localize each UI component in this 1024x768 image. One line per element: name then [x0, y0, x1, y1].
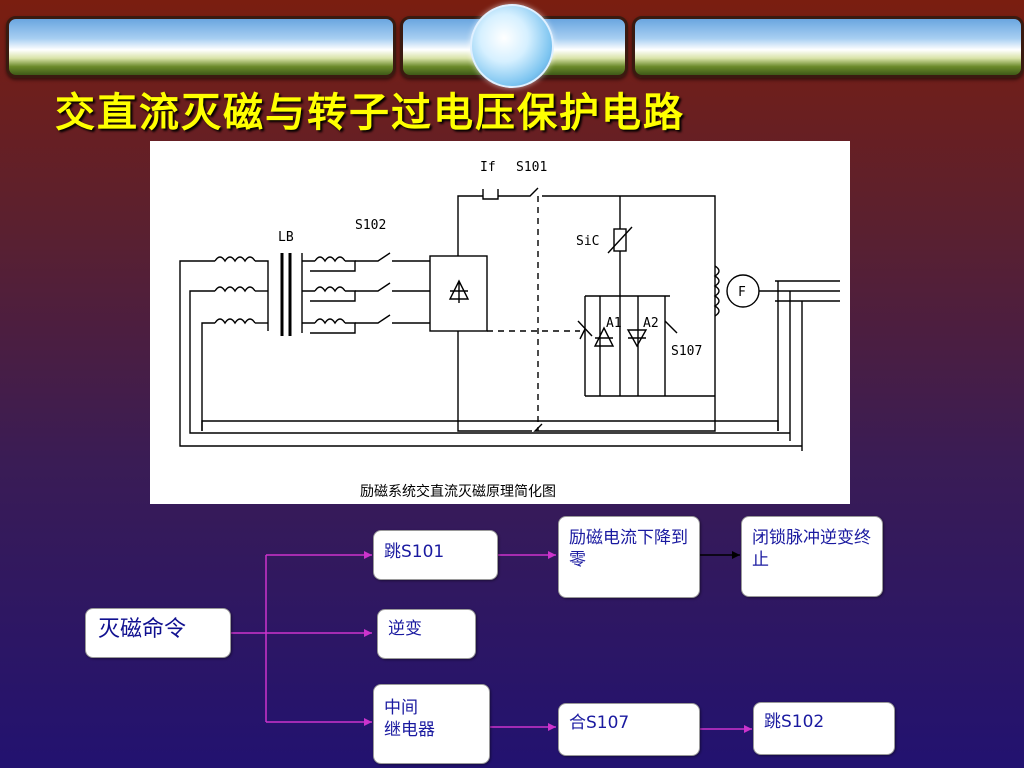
- schematic-drawing: LB S102 If S101 SiC A1 A2 S107 F: [179, 160, 840, 451]
- globe-icon: [470, 4, 554, 88]
- label-if: If: [480, 160, 496, 175]
- schematic-caption: 励磁系统交直流灭磁原理简化图: [360, 484, 556, 500]
- header-banner-right: [632, 16, 1024, 78]
- flow-box-command: 灭磁命令: [85, 608, 231, 658]
- label-sic: SiC: [576, 234, 599, 249]
- header-banner-left: [6, 16, 396, 78]
- label-s101: S101: [516, 160, 547, 175]
- label-f: F: [738, 285, 746, 300]
- label-a1: A1: [606, 316, 622, 331]
- flow-box-close-s107: 合S107: [558, 703, 700, 756]
- slide-title: 交直流灭磁与转子过电压保护电路: [55, 89, 685, 136]
- flow-box-inverter: 逆变: [377, 609, 476, 659]
- input-coil-3: [214, 318, 256, 325]
- flow-box-relay: 中间 继电器: [373, 684, 490, 764]
- label-s102: S102: [355, 218, 386, 233]
- flow-box-jump-s102: 跳S102: [753, 702, 895, 755]
- flow-box-current-drop: 励磁电流下降到零: [558, 516, 700, 598]
- label-s107: S107: [671, 344, 702, 359]
- flow-box-lock-pulse: 闭锁脉冲逆变终止: [741, 516, 883, 597]
- circuit-schematic: LB S102 If S101 SiC A1 A2 S107 F 励磁系统交直流…: [150, 141, 850, 504]
- label-lb: LB: [278, 230, 294, 245]
- label-a2: A2: [643, 316, 659, 331]
- input-coil-2: [214, 286, 256, 293]
- flow-box-jump-s101: 跳S101: [373, 530, 498, 580]
- input-coil-1: [214, 256, 256, 263]
